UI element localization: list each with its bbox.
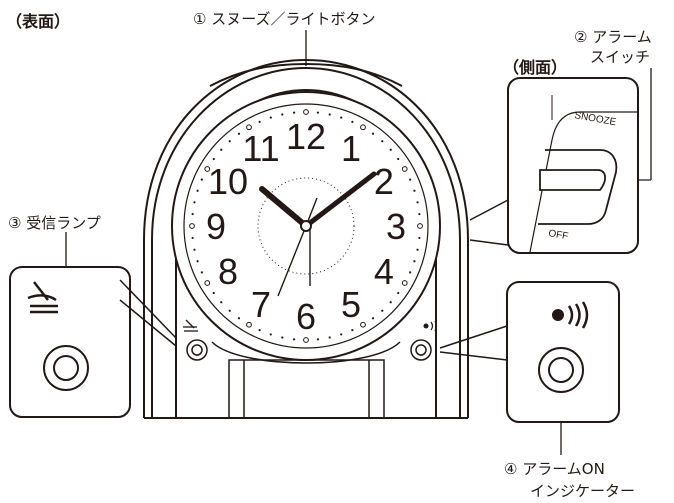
dial-tick	[418, 236, 421, 240]
dial-numeral: 10	[208, 161, 248, 202]
dial-tick	[193, 248, 196, 251]
dial-tick	[204, 280, 211, 286]
dial-numeral: 8	[218, 251, 238, 292]
callout-snooze-light-button: ① スヌーズ／ライトボタン	[193, 10, 376, 28]
alarm-sound-icon	[552, 301, 589, 329]
dial-tick	[401, 280, 408, 286]
dial-tick	[220, 148, 223, 151]
hour-hand	[259, 186, 309, 229]
dial-tick	[416, 248, 419, 251]
dial-tick	[303, 109, 309, 115]
dial-tick	[220, 301, 223, 304]
heading-front: （表面）	[6, 12, 71, 31]
dial-tick	[196, 260, 199, 263]
dial-tick	[316, 111, 320, 114]
dial-numeral: 11	[242, 128, 279, 169]
side-view-box	[469, 77, 639, 254]
dial-tick	[328, 113, 331, 116]
radio-signal-icon	[27, 281, 58, 314]
minute-hand	[303, 171, 377, 229]
dial-tick	[381, 309, 384, 312]
dial-tick	[397, 291, 400, 295]
dial-tick	[360, 321, 366, 328]
dial-tick	[193, 201, 196, 204]
dial-tick	[258, 329, 261, 332]
dial-tick	[351, 120, 354, 123]
dial-tick	[371, 317, 375, 320]
dial-tick	[269, 116, 272, 119]
dial-tick	[340, 333, 343, 336]
dial-tick	[200, 178, 203, 181]
dial-tick	[228, 140, 231, 143]
dial-tick	[258, 120, 261, 123]
alarm-sound-icon-small	[423, 320, 438, 332]
dial-tick	[316, 338, 320, 341]
dial-numeral: 7	[251, 284, 271, 325]
callout-alarm-indicator-line2: インジケーター	[530, 482, 636, 500]
dial-tick	[381, 140, 384, 143]
dial-tick	[196, 189, 199, 192]
dial-tick	[340, 116, 343, 119]
dial-numeral: 9	[206, 206, 226, 247]
dial-numeral: 6	[296, 296, 316, 337]
dial-numeral: 4	[374, 251, 394, 292]
dial-tick	[418, 212, 421, 216]
dial-tick	[409, 271, 412, 274]
dial-tick	[351, 329, 354, 332]
dial-tick	[191, 236, 194, 240]
dial-tick	[413, 260, 416, 263]
dial-tick	[246, 321, 252, 328]
dial-tick	[401, 166, 408, 172]
dial-tick	[228, 309, 231, 312]
dial-tick	[212, 291, 215, 295]
dial-tick	[189, 223, 195, 229]
callout-alarm-switch-line1: ② アラーム	[574, 28, 652, 46]
dial-tick	[389, 301, 392, 304]
receive-lamp-small	[186, 339, 208, 361]
dial-tick	[237, 132, 241, 135]
dial-numeral: 12	[286, 116, 326, 157]
second-hand	[277, 225, 307, 297]
alarm-indicator-small	[410, 339, 432, 361]
dial-numeral: 3	[386, 206, 406, 247]
radio-signal-icon-small	[183, 319, 198, 332]
callout-alarm-indicator-line1: ④ アラームON	[504, 460, 605, 478]
dial-tick	[389, 148, 392, 151]
callout-receive-lamp: ③ 受信ランプ	[8, 214, 101, 232]
dial-numeral: 5	[341, 284, 361, 325]
dial-tick	[417, 223, 423, 229]
dial-tick	[292, 338, 296, 341]
dial-tick	[269, 333, 272, 336]
dial-tick	[413, 189, 416, 192]
dial-tick	[204, 166, 211, 172]
dial-tick	[371, 132, 375, 135]
dial-tick	[328, 336, 331, 339]
dial-tick	[200, 271, 203, 274]
dial-tick	[191, 212, 194, 216]
callout-alarm-switch-line2: スイッチ	[590, 48, 651, 66]
dial-tick	[397, 157, 400, 161]
receive-lamp-zoom	[9, 266, 177, 418]
dial-tick	[360, 124, 366, 131]
dial-tick	[416, 201, 419, 204]
dial-tick	[303, 337, 309, 343]
dial-tick	[237, 317, 241, 320]
heading-side: （側面）	[503, 58, 568, 77]
switch-label-off: OFF	[547, 228, 569, 242]
dial-numeral: 2	[374, 161, 394, 202]
dial-tick	[246, 124, 252, 131]
dial-tick	[409, 178, 412, 181]
dial-numeral: 1	[341, 128, 361, 169]
dial-tick	[212, 157, 215, 161]
dial-tick	[292, 111, 296, 114]
alarm-indicator-zoom	[439, 281, 620, 423]
dial-tick	[281, 113, 284, 116]
dial-tick	[281, 336, 284, 339]
